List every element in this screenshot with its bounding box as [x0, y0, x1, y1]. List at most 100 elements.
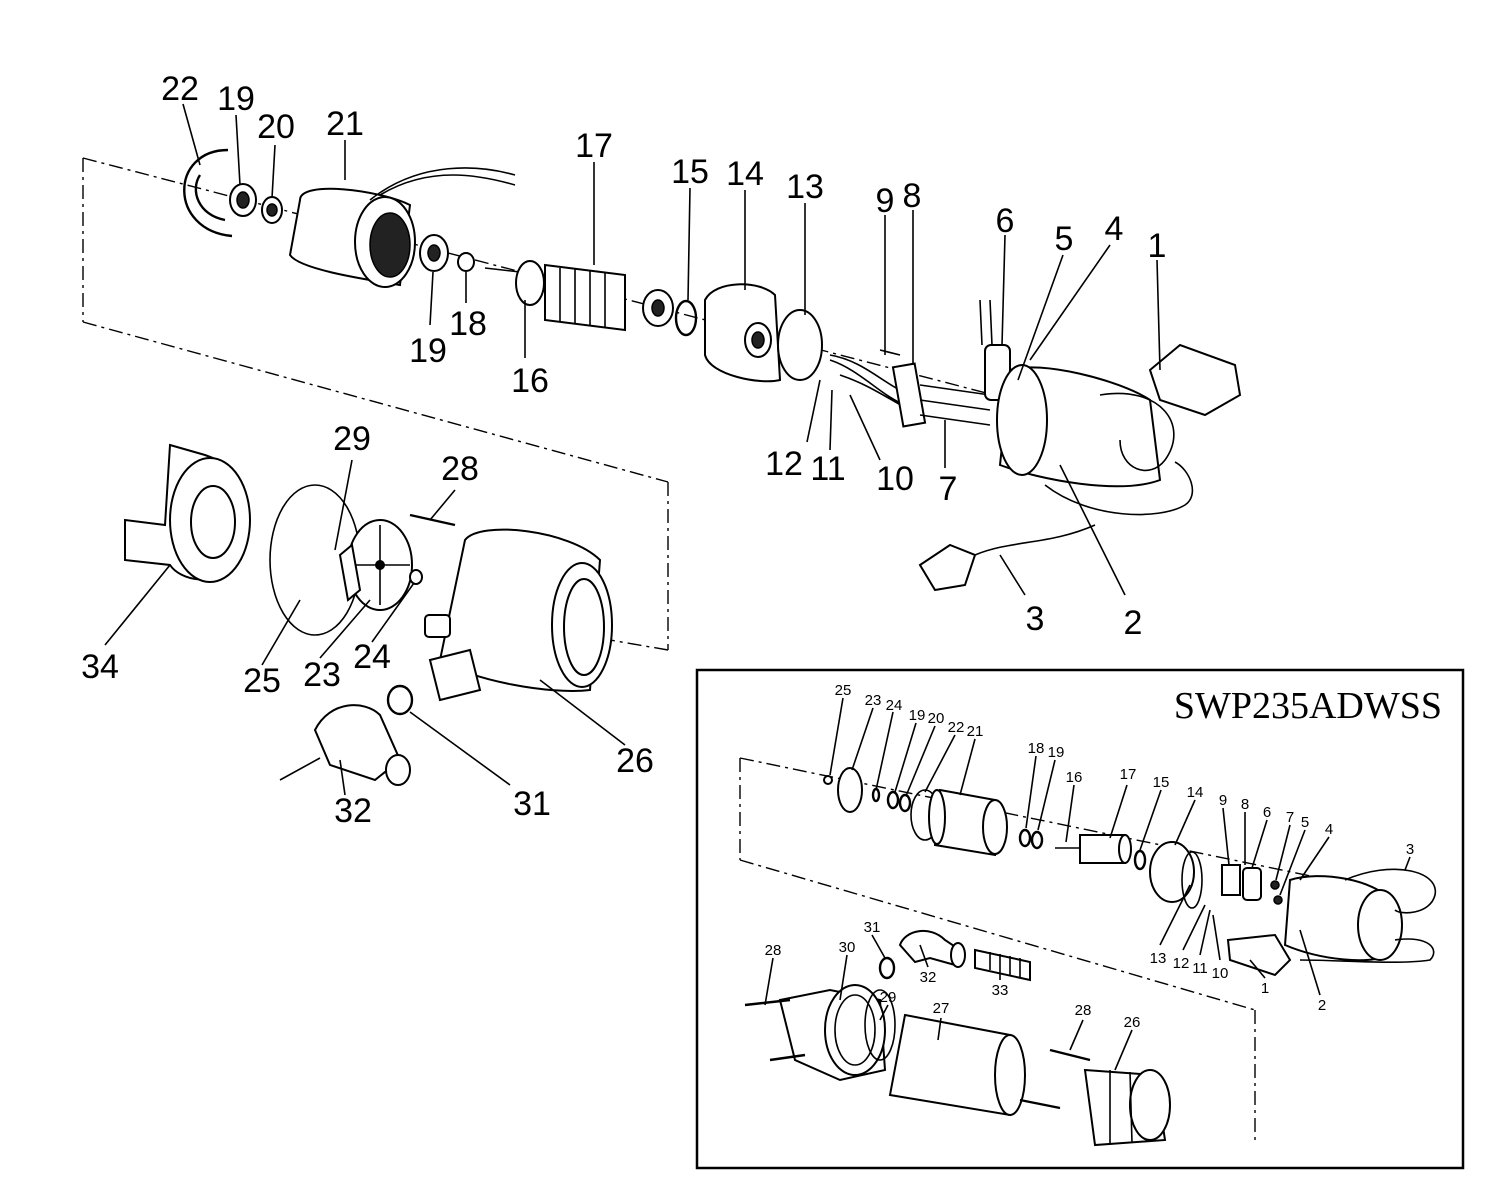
- inset-callout-4: 4: [1325, 821, 1333, 838]
- inset-callout-32: 32: [920, 969, 937, 986]
- part-impeller: [338, 519, 413, 611]
- part-small-washer: [409, 569, 423, 585]
- inset-callout-1: 1: [1261, 980, 1269, 997]
- inset-callout-10: 10: [1212, 965, 1229, 982]
- main-exploded-view: 22 19 20 21 17 15 14 13 9 8 6 5 4 1 19 1…: [81, 70, 1242, 830]
- inset-callout-30: 30: [839, 939, 856, 956]
- inset-axis-top: [739, 757, 1331, 881]
- inset-callout-28: 28: [765, 942, 782, 959]
- callout-34: 34: [81, 648, 119, 686]
- inset-panel: SWP235ADWSS: [695, 668, 1465, 1170]
- callout-1: 1: [1148, 227, 1167, 265]
- callout-21: 21: [326, 105, 364, 143]
- part-pump-base: [124, 443, 251, 583]
- inset-callout-9: 9: [1219, 792, 1227, 809]
- callout-23: 23: [303, 656, 341, 694]
- callout-31: 31: [513, 785, 551, 823]
- callout-13: 13: [786, 168, 824, 206]
- callout-19b: 19: [409, 332, 447, 370]
- callout-22: 22: [161, 70, 199, 108]
- inset-part-end-cap: [1149, 841, 1195, 903]
- callout-14: 14: [726, 155, 764, 193]
- callout-16: 16: [511, 362, 549, 400]
- inset-part-terminal: [1221, 864, 1241, 896]
- inset-part-impeller: [837, 767, 863, 813]
- inset-callout-25: 25: [835, 682, 852, 699]
- callouts-main: 22 19 20 21 17 15 14 13 9 8 6 5 4 1 19 1…: [81, 70, 1166, 830]
- inset-part-capacitor: [1242, 867, 1262, 901]
- inset-part-stator: [928, 788, 1008, 857]
- inset-callout-5: 5: [1301, 814, 1309, 831]
- part-motor-housing: [996, 343, 1242, 516]
- inset-callout-27: 27: [933, 1000, 950, 1017]
- callout-18: 18: [449, 305, 487, 343]
- callout-2: 2: [1124, 604, 1143, 642]
- callout-5: 5: [1055, 220, 1074, 258]
- part-o-ring-31: [386, 684, 414, 716]
- inset-callout-13: 13: [1150, 950, 1167, 967]
- inset-callout-2: 2: [1318, 997, 1326, 1014]
- inset-callout-26: 26: [1124, 1014, 1141, 1031]
- inset-callout-24: 24: [886, 697, 903, 714]
- inset-part-rotor: [1055, 834, 1132, 864]
- callout-32: 32: [334, 792, 372, 830]
- inset-callout-31: 31: [864, 919, 881, 936]
- inset-part-float-switch: [1226, 933, 1292, 977]
- part-o-ring-15: [674, 299, 698, 337]
- inset-callout-11: 11: [1192, 960, 1208, 977]
- callout-15: 15: [671, 153, 709, 191]
- callout-10: 10: [876, 460, 914, 498]
- inset-title: SWP235ADWSS: [1174, 685, 1442, 727]
- part-power-cord: [918, 524, 1096, 592]
- inset-part-connector-33: [974, 948, 1031, 982]
- callout-9: 9: [876, 182, 895, 220]
- inset-callout-17: 17: [1120, 766, 1137, 783]
- callout-24: 24: [353, 638, 391, 676]
- inset-callout-16: 16: [1066, 769, 1083, 786]
- inset-part-motor-shell: [888, 1013, 1026, 1117]
- inset-callout-19b: 19: [1048, 744, 1065, 761]
- inset-callout-33: 33: [992, 982, 1009, 999]
- inset-callout-7: 7: [1286, 809, 1294, 826]
- inset-callout-23: 23: [865, 692, 882, 709]
- part-stator: [288, 167, 516, 288]
- inset-part-gasket: [864, 989, 896, 1061]
- leader-lines-inset: [764, 697, 1411, 1071]
- callout-28: 28: [441, 450, 479, 488]
- inset-part-elbow: [878, 930, 966, 980]
- callout-20: 20: [257, 108, 295, 146]
- callout-4: 4: [1105, 210, 1124, 248]
- callout-26: 26: [616, 742, 654, 780]
- leader-lines-main: [104, 103, 1161, 796]
- inset-callout-22: 22: [948, 719, 965, 736]
- callout-3: 3: [1026, 600, 1045, 638]
- inset-callout-28b: 28: [1075, 1002, 1092, 1019]
- inset-callout-3: 3: [1406, 841, 1414, 858]
- callout-29: 29: [333, 420, 371, 458]
- callout-11: 11: [810, 450, 845, 488]
- part-terminal-block: [829, 349, 991, 428]
- callout-17: 17: [575, 127, 613, 165]
- part-rotor: [484, 260, 674, 332]
- inset-callout-12: 12: [1173, 955, 1190, 972]
- part-gasket: [777, 309, 823, 381]
- part-screw-28: [409, 513, 456, 527]
- part-retaining-ring: [183, 148, 233, 238]
- inset-callout-15: 15: [1153, 774, 1170, 791]
- inset-callout-19: 19: [909, 707, 926, 724]
- inset-part-screws-28: [1019, 1048, 1091, 1110]
- inset-callout-29: 29: [880, 989, 897, 1006]
- inset-axis-bottom: [739, 859, 1256, 1011]
- callouts-inset: 25 23 24 19 20 22 2 1 18 19 16 17 15 14 9…: [765, 682, 1415, 1031]
- inset-callout-14: 14: [1187, 784, 1204, 801]
- inset-callout-6: 6: [1263, 804, 1271, 821]
- axis-line-mid: [82, 321, 669, 483]
- inset-part-25: [823, 775, 833, 785]
- inset-callout-18: 18: [1028, 740, 1045, 757]
- callout-6: 6: [996, 202, 1015, 240]
- callout-12: 12: [765, 445, 803, 483]
- inset-callout-20: 20: [928, 710, 945, 727]
- inset-callout-8: 8: [1241, 796, 1249, 813]
